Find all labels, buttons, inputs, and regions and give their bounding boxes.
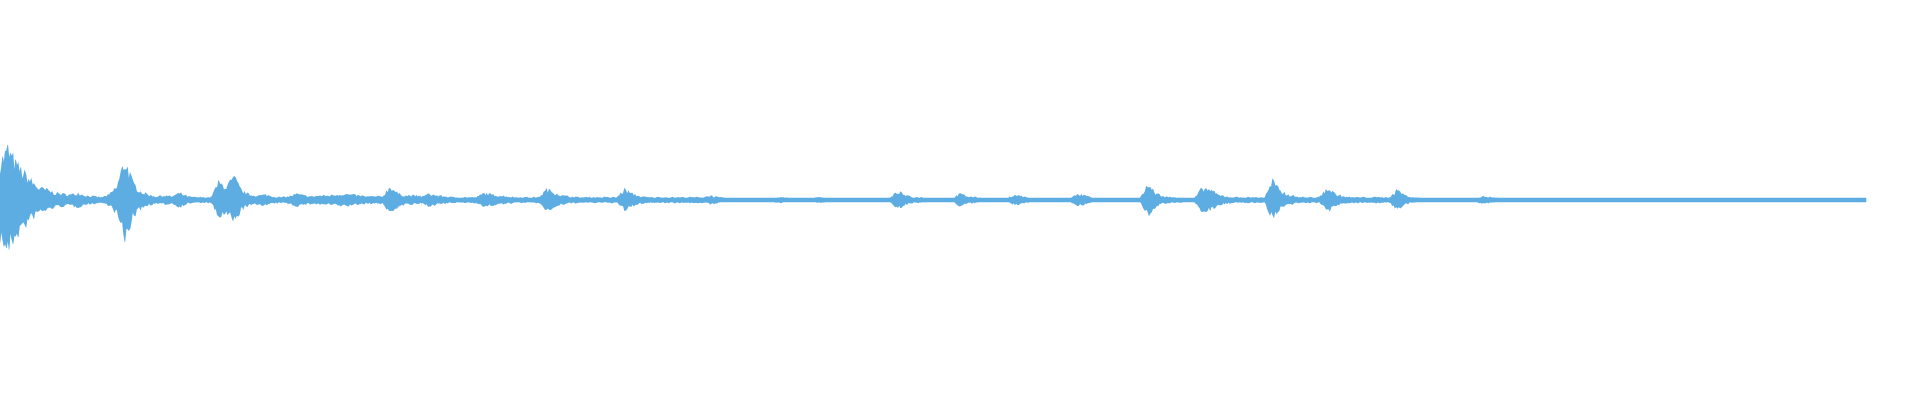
waveform-envelope [0, 144, 1867, 250]
